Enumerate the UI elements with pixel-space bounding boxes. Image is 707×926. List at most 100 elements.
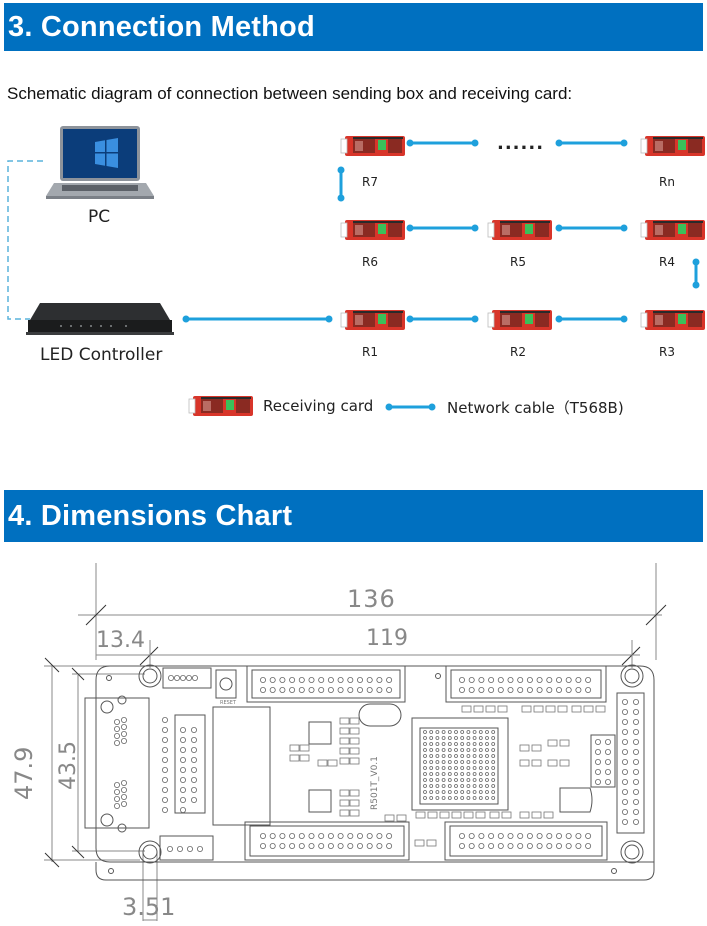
card-label-r6: R6 <box>362 255 378 269</box>
rj45-pin <box>114 726 121 733</box>
bga-ball <box>466 772 471 776</box>
smd-pad <box>339 717 350 725</box>
smd-pad <box>299 754 310 762</box>
pc-label: PC <box>88 207 111 227</box>
bga-ball <box>423 778 427 782</box>
smd-pad <box>339 799 350 807</box>
header-pin <box>622 729 629 736</box>
bga-ball <box>454 736 458 740</box>
smd-pad <box>547 739 558 747</box>
bga-ball <box>454 754 458 758</box>
bga-ball <box>466 778 471 782</box>
header-pin <box>179 807 186 814</box>
smd-pad <box>427 811 438 819</box>
bga-ball <box>447 760 452 764</box>
smd-pad <box>531 744 542 752</box>
legend-card-label: Receiving card <box>263 397 374 415</box>
pin <box>595 759 602 766</box>
header-pin <box>318 687 325 694</box>
header-pin <box>190 777 197 784</box>
receiving-card-r5 <box>487 219 553 241</box>
header-pin <box>179 787 186 794</box>
header-pin <box>622 789 629 796</box>
bga-ball <box>423 796 427 800</box>
header-pin <box>633 779 640 786</box>
header-pin <box>179 797 186 804</box>
bga-ball <box>429 778 434 782</box>
bga-ball <box>472 778 477 782</box>
bga-ball <box>485 796 489 800</box>
smd-pad <box>583 705 594 713</box>
bga-ball <box>485 784 489 788</box>
header-pin <box>556 843 563 850</box>
header-pin <box>633 809 640 816</box>
header-pin <box>190 797 197 804</box>
bga-ball <box>485 754 489 758</box>
bga-ball <box>423 784 427 788</box>
header-pin <box>546 833 553 840</box>
bga-ball <box>472 796 477 800</box>
bga-ball <box>429 772 434 776</box>
bga-ball <box>491 790 496 794</box>
bga-ball <box>447 730 452 734</box>
header-pin <box>536 687 543 694</box>
header-pin <box>526 833 533 840</box>
bga-ball <box>472 748 477 752</box>
bga-ball <box>441 790 446 794</box>
header-pin <box>507 833 514 840</box>
header-pin <box>347 833 354 840</box>
bga-ball <box>491 730 496 734</box>
bga-ball <box>491 766 496 770</box>
legend-cable-label: Network cable（T568B) <box>447 399 624 417</box>
header-pin <box>458 843 465 850</box>
header-pin <box>622 739 629 746</box>
header-pin <box>179 757 186 764</box>
connector-pin <box>173 675 180 682</box>
header-pin <box>546 843 553 850</box>
bga-ball <box>435 766 440 770</box>
pin <box>595 779 602 786</box>
pin <box>595 769 602 776</box>
header-pin <box>269 843 276 850</box>
bga-ball <box>466 736 471 740</box>
bga-ball <box>478 778 483 782</box>
header-pin <box>468 843 475 850</box>
bga-ball <box>454 796 458 800</box>
bga-ball <box>485 772 489 776</box>
header-pin <box>259 677 266 684</box>
header-pin <box>633 749 640 756</box>
bga-ball <box>466 790 471 794</box>
bga-ball <box>429 784 434 788</box>
dim-edge-offset: 13.4 <box>96 628 145 653</box>
pin <box>605 779 612 786</box>
header-pin <box>478 833 485 840</box>
bga-ball <box>435 754 440 758</box>
bga-ball <box>423 742 427 746</box>
bga-ball <box>454 778 458 782</box>
bga-ball <box>491 778 496 782</box>
smd-pad <box>521 705 532 713</box>
header-pin <box>161 797 168 804</box>
smd-pad <box>559 739 570 747</box>
fpga-chip <box>411 717 509 811</box>
header-pin <box>298 687 305 694</box>
header-pin <box>575 687 582 694</box>
header-pin <box>575 677 582 684</box>
bga-ball <box>429 796 434 800</box>
bga-ball <box>491 760 496 764</box>
bga-ball <box>447 766 452 770</box>
header-pin <box>488 843 495 850</box>
header-pin <box>269 677 276 684</box>
bga-ball <box>429 730 434 734</box>
header-pin <box>526 677 533 684</box>
header-pin <box>546 687 553 694</box>
connector-pin <box>179 675 186 682</box>
header-pin <box>488 677 495 684</box>
header-pin <box>347 687 354 694</box>
header-pin <box>517 843 524 850</box>
bga-ball <box>485 766 489 770</box>
rj45-pin <box>114 782 121 789</box>
power-pin <box>166 846 173 853</box>
header-pin <box>497 833 504 840</box>
header-pin <box>179 777 186 784</box>
